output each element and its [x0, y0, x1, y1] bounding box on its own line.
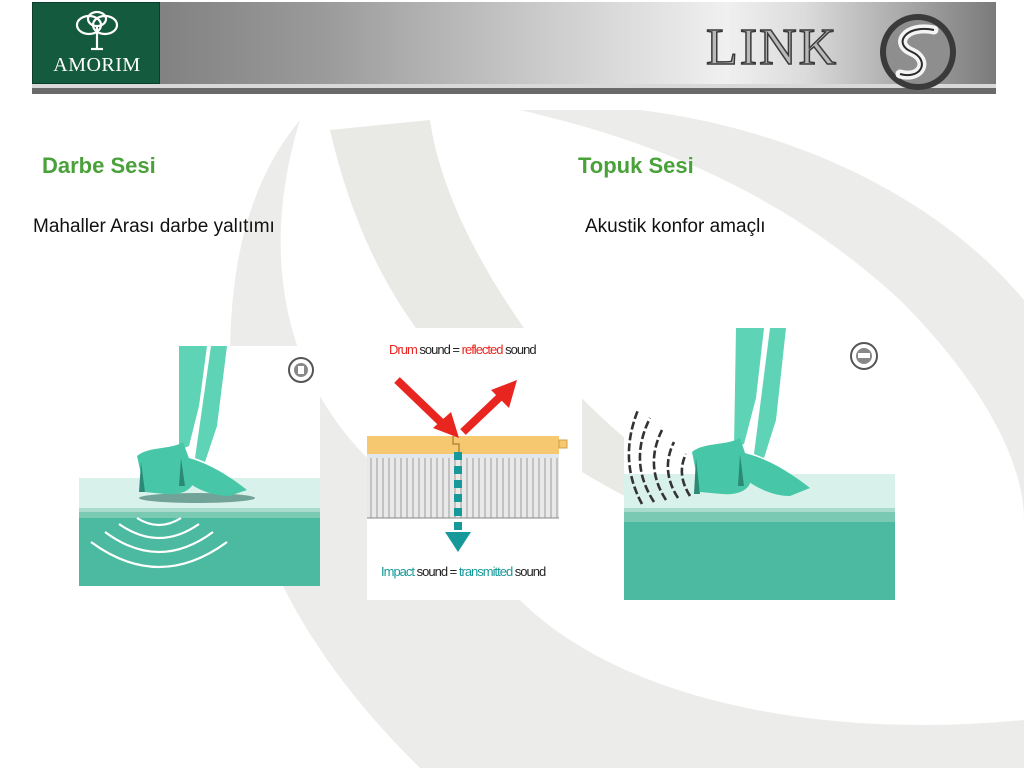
section-title-heel: Topuk Sesi [578, 153, 694, 178]
impact-sound-illustration [79, 346, 320, 586]
header-rule-light [32, 84, 996, 88]
reflected-sound-word: sound [502, 342, 536, 357]
sound-on-badge-icon [850, 342, 878, 370]
section-subtitle-heel: Akustik konfor amaçlı [585, 216, 766, 237]
impact-word: Impact [381, 564, 415, 579]
amorim-logo: AMORIM [32, 2, 160, 84]
header: AMORIM LINK [0, 0, 1024, 110]
drum-sound-equals: sound = [416, 342, 462, 357]
link-wordmark: LINK [705, 19, 839, 76]
header-gradient-bar [32, 2, 996, 86]
transmitted-word: transmitted [458, 564, 513, 579]
amorim-tree-icon [75, 10, 119, 51]
reflected-word: reflected [461, 342, 504, 357]
sound-off-badge-icon [288, 357, 314, 383]
drum-word: Drum [389, 342, 418, 357]
section-title-impact: Darbe Sesi [42, 153, 156, 178]
sound-diagram-drawing [367, 377, 568, 552]
sound-diagram: Drum sound = reflected sound [367, 328, 582, 600]
impact-sound-equals: sound = [414, 564, 459, 579]
header-rule-dark [32, 88, 996, 94]
link-emblem-icon [880, 14, 956, 90]
diagram-top-label: Drum sound = reflected sound [389, 342, 537, 357]
amorim-wordmark: AMORIM [53, 54, 141, 76]
section-subtitle-impact: Mahaller Arası darbe yalıtımı [33, 216, 275, 237]
diagram-bottom-label: Impact sound = transmitted sound [381, 564, 546, 579]
transmitted-sound-word: sound [512, 564, 546, 579]
heel-sound-illustration [624, 328, 895, 600]
